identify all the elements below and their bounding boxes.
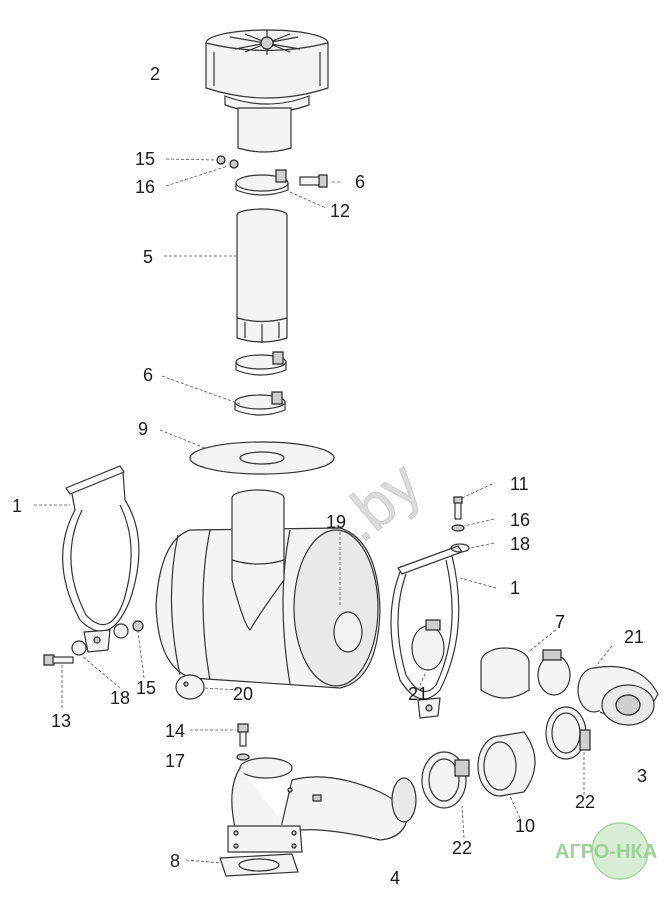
- callout-1b: 1: [510, 578, 520, 598]
- callout-14: 14: [165, 721, 185, 741]
- callout-3: 3: [637, 766, 647, 786]
- part-20-plug: [175, 674, 205, 700]
- part-10-sleeve: [477, 731, 536, 797]
- callout-13: 13: [51, 711, 71, 731]
- callout-22: 22: [575, 792, 595, 812]
- callout-16: 16: [135, 177, 155, 197]
- part-14-bolt: [236, 723, 250, 761]
- part-2-cap: [205, 29, 329, 153]
- callout-8: 8: [170, 851, 180, 871]
- callout-22b: 22: [452, 838, 472, 858]
- callout-6: 6: [355, 172, 365, 192]
- part-22-clamp-right: [545, 706, 591, 760]
- callout-6b: 6: [143, 365, 153, 385]
- part-3-elbow-outlet: [577, 665, 659, 726]
- callout-5: 5: [143, 247, 153, 267]
- callout-21: 21: [624, 627, 644, 647]
- callout-15b: 15: [136, 678, 156, 698]
- callout-labels: 2 15 16 6 12 5 6 9 1 11 16 18 1 19 7 21 …: [12, 64, 647, 888]
- callout-2: 2: [150, 64, 160, 84]
- part-8-flange-gasket: [219, 853, 299, 877]
- part-9-gasket: [189, 441, 335, 475]
- callout-1: 1: [12, 496, 22, 516]
- callout-11: 11: [510, 474, 529, 494]
- logo-text: АГРО-НКА: [555, 841, 657, 863]
- part-13-bolt-left: [43, 620, 144, 666]
- callout-18b: 18: [110, 688, 130, 708]
- callout-21b: 21: [408, 684, 428, 704]
- callout-9: 9: [138, 419, 148, 439]
- callout-12: 12: [330, 201, 350, 221]
- callout-17: 17: [165, 751, 185, 771]
- part-22-clamp-left: [421, 751, 470, 809]
- callout-16b: 16: [510, 510, 530, 530]
- part-15-16-nut-washer: [216, 155, 239, 169]
- part-11-bolt-right: [450, 496, 470, 553]
- callout-19: 19: [326, 512, 346, 532]
- part-1-right-bracket: [390, 545, 463, 719]
- part-19-filter-body: [155, 489, 381, 689]
- callout-20: 20: [233, 684, 253, 704]
- part-6-clamps: [234, 351, 287, 416]
- part-5-pipe: [236, 208, 288, 343]
- part-7-sleeve: [480, 647, 571, 699]
- callout-7: 7: [555, 612, 565, 632]
- part-4-inlet-pipe: [227, 757, 417, 853]
- part-12-clamp: [235, 169, 289, 196]
- part-1-left-bracket: [62, 465, 140, 653]
- agro-nka-logo: АГРО-НКА: [555, 822, 657, 880]
- callout-4: 4: [390, 868, 400, 888]
- callout-18: 18: [510, 534, 530, 554]
- callout-15: 15: [135, 149, 155, 169]
- callout-10: 10: [515, 816, 535, 836]
- part-6-bolt: [299, 174, 328, 188]
- leader-lines: [34, 158, 613, 864]
